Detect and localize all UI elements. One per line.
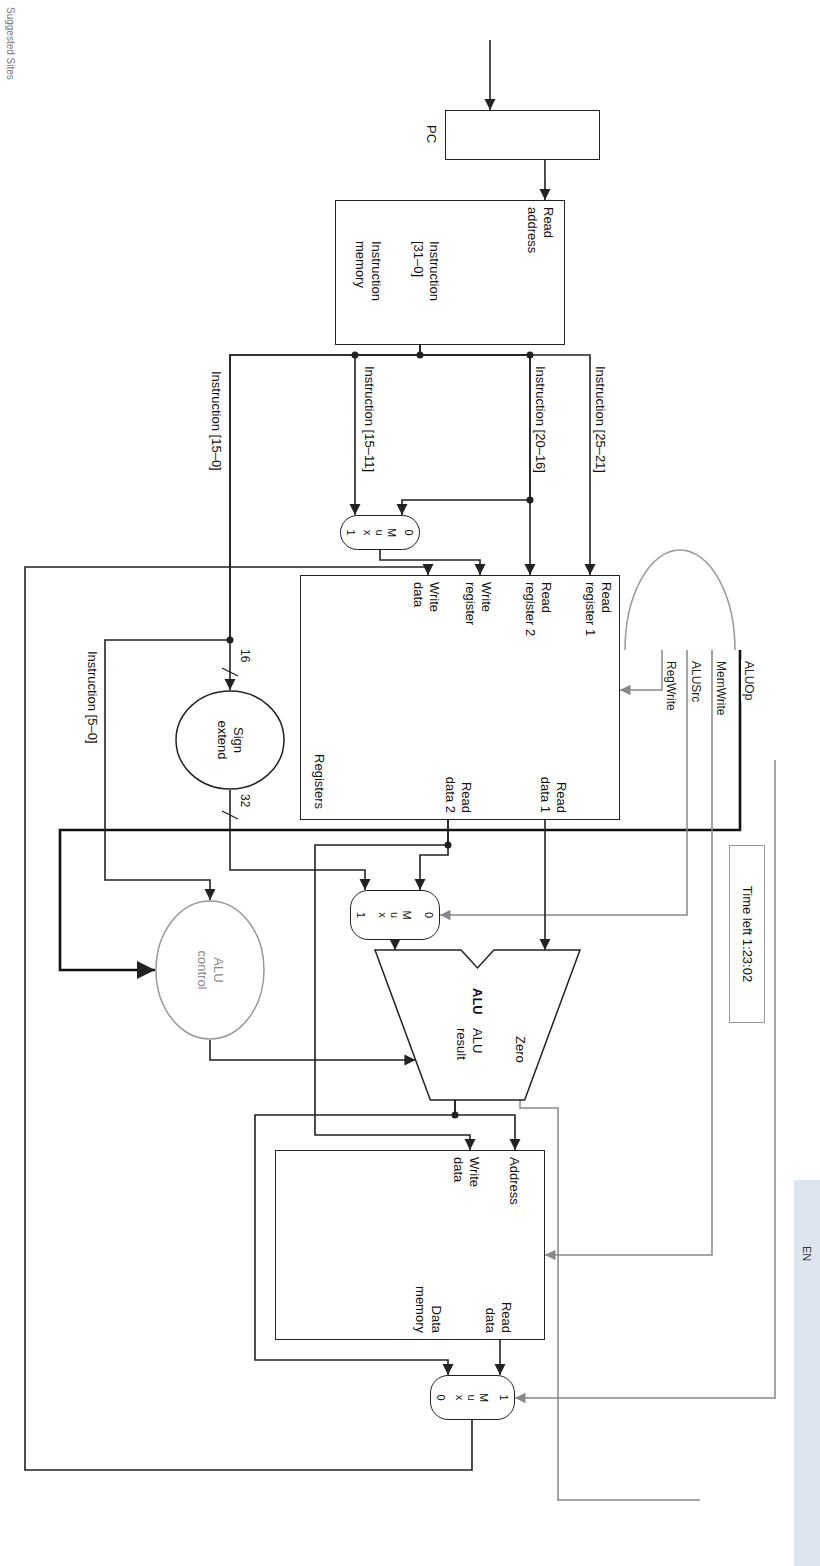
bus-width: 16 (237, 648, 252, 663)
mux-label: 0 (435, 1394, 447, 1400)
unit-label: Write register (462, 582, 494, 644)
unit-label: Address (506, 1157, 522, 1205)
signal-name: MemWrite (713, 660, 728, 716)
unit-label: ALU (469, 988, 485, 1015)
datapath-wire (544, 160, 546, 200)
mux-label: M u x (455, 1392, 491, 1403)
wire-label: Instruction [15–11] (362, 365, 377, 473)
datapath-wire (544, 820, 546, 950)
memory-box: Read addressInstruction [31–0] Instructio… (335, 200, 565, 345)
unit-label: ALU control (194, 944, 226, 996)
unit-label: Instruction memory (352, 241, 384, 319)
datapath-wire (210, 1040, 416, 1060)
unit-label: Read data 2 (442, 763, 474, 813)
unit-label: Data memory (412, 1277, 444, 1333)
mux-label: 1 (355, 912, 367, 918)
mux-label: 1 (345, 529, 357, 535)
unit-label: Read register 2 (522, 582, 554, 657)
datapath-wire (420, 345, 590, 575)
unit-label: Write data (450, 1157, 482, 1199)
unit-label: Read register 1 (582, 582, 614, 657)
mux-label: 0 (423, 912, 435, 918)
regwrite-wire (620, 650, 662, 690)
alu-unit: Zero ALU ALU result (375, 950, 580, 1100)
alu-shape (375, 950, 580, 1100)
signal-name: ALUSrc (688, 660, 703, 703)
timer-box: Time left 1:23:02 (729, 845, 765, 1023)
ellipse-shape (176, 691, 284, 789)
wire-label: Instruction [15–0] (209, 370, 224, 472)
screen-text: Suggested Sites (4, 6, 17, 81)
mux-label: 1 (498, 1394, 510, 1400)
unit-label: Read data (482, 1293, 514, 1333)
unit-label: Read data 1 (537, 763, 569, 813)
unit-label: Write data (410, 582, 442, 624)
multiplexer: 0 M u x 1 (350, 890, 440, 940)
unit-label: ALU result (453, 1028, 485, 1070)
mux-label: M u x (377, 910, 413, 921)
taskbar-strip (794, 1180, 820, 1566)
memory-box: AddressRead data Write dataData memory (275, 1150, 545, 1340)
ellipse-shape (156, 901, 264, 1039)
signal-name: ALUOp (741, 660, 756, 701)
memtoreg-wire (515, 760, 775, 1398)
multiplexer: 0 M u x 1 (340, 515, 420, 550)
multiplexer: 1 M u x 0 (430, 1375, 515, 1420)
signal-name: RegWrite (663, 660, 678, 712)
datapath-wire (402, 345, 530, 515)
unit-label: Instruction [31–0] (410, 241, 442, 319)
zero-wire (520, 1100, 700, 1500)
datapath-wire (380, 550, 480, 575)
unit-label: Read address (524, 207, 556, 269)
datapath-wire (420, 345, 530, 575)
unit-label: Registers (311, 754, 327, 809)
control-unit-outline (625, 550, 735, 650)
alu-outline (375, 950, 580, 1100)
mux-label: 0 (403, 529, 415, 535)
unit-label: Sign extend (214, 715, 246, 765)
unit-label: Time left 1:23:02 (739, 886, 755, 982)
datapath-wire (355, 345, 420, 515)
screen-text: EN (800, 1245, 814, 1262)
unit-label: Zero (512, 1036, 528, 1063)
bus-width: 32 (237, 793, 252, 808)
pc-input-wire (489, 40, 491, 110)
datapath-wire (420, 820, 448, 890)
datapath-wire (455, 1100, 515, 1150)
sign-extend-unit: Sign extend (175, 690, 285, 790)
wire-label: Instruction [5–0] (85, 650, 100, 745)
wire-label: Instruction [25–21] (593, 365, 608, 474)
wire-label: Instruction [20–16] (533, 365, 548, 474)
unit-label: PC (423, 125, 439, 143)
register-file: Read register 1 Read register 2 Write regi… (300, 575, 620, 820)
datapath-wire (394, 940, 396, 950)
register-box: PC (445, 110, 600, 160)
datapath-wire (499, 1340, 501, 1375)
mux-label: M u x (362, 527, 398, 538)
alu-control-unit: ALU control (155, 900, 265, 1040)
